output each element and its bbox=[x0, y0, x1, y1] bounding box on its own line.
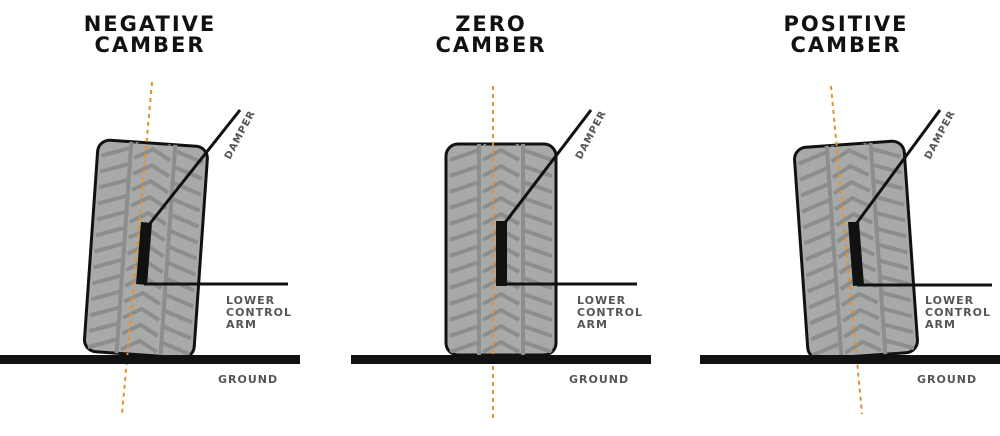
tread-chevron bbox=[808, 290, 912, 310]
ground-line bbox=[351, 355, 651, 364]
tread-groove bbox=[824, 145, 844, 358]
tread-chevron bbox=[449, 211, 553, 226]
damper-label: DAMPER bbox=[923, 109, 958, 162]
ground-label: GROUND bbox=[569, 373, 629, 386]
damper-label: DAMPER bbox=[223, 109, 258, 162]
hub-knuckle bbox=[496, 221, 507, 286]
tread-chevron bbox=[810, 322, 914, 342]
tread-chevron bbox=[801, 194, 905, 214]
panel-title: ZERO CAMBER bbox=[381, 14, 601, 56]
lower-control-arm-label-1: LOWER bbox=[577, 294, 626, 307]
title-line-1: NEGATIVE bbox=[83, 12, 217, 36]
ground-line bbox=[0, 355, 300, 364]
tread-chevron bbox=[449, 179, 553, 194]
title-line-2: CAMBER bbox=[790, 33, 902, 57]
lower-control-arm-label-2: CONTROL bbox=[577, 306, 643, 319]
hub-knuckle bbox=[848, 222, 864, 286]
tread-chevron bbox=[90, 289, 194, 309]
tread-chevron bbox=[800, 178, 904, 198]
title-line-2: CAMBER bbox=[435, 33, 547, 57]
tread-chevron bbox=[449, 291, 553, 306]
damper-line bbox=[854, 109, 942, 225]
tread-groove bbox=[158, 144, 178, 357]
tread-chevron bbox=[449, 163, 553, 178]
lower-control-arm-label-2: CONTROL bbox=[226, 306, 292, 319]
ground-label: GROUND bbox=[917, 373, 977, 386]
tread-chevron bbox=[449, 147, 553, 162]
tread-chevron bbox=[449, 323, 553, 338]
camber-diagram: DAMPER LOWER CONTROL ARM GROUND bbox=[0, 81, 300, 415]
title-line-1: ZERO bbox=[455, 12, 527, 36]
tread-chevron bbox=[88, 321, 192, 341]
tread-chevron bbox=[449, 339, 553, 354]
camber-diagram: DAMPER LOWER CONTROL ARM GROUND bbox=[351, 86, 651, 418]
tread-chevron bbox=[87, 337, 191, 357]
lower-control-arm-label-1: LOWER bbox=[226, 294, 275, 307]
title-line-1: POSITIVE bbox=[783, 12, 909, 36]
ground-line bbox=[700, 355, 1000, 364]
lower-control-arm-label-3: ARM bbox=[925, 318, 956, 331]
lower-control-arm-label-3: ARM bbox=[577, 318, 608, 331]
panel-negative-camber: NEGATIVE CAMBER DAMPER LOWER CONTROL ARM… bbox=[0, 0, 333, 436]
tire-tread bbox=[449, 144, 553, 355]
panel-zero-camber: ZERO CAMBER DAMPER LOWER CONTROL ARM GRO… bbox=[351, 0, 684, 436]
tread-chevron bbox=[96, 209, 200, 229]
tread-chevron bbox=[802, 210, 906, 230]
tread-groove bbox=[868, 142, 888, 355]
damper-label: DAMPER bbox=[574, 109, 609, 162]
tread-chevron bbox=[449, 195, 553, 210]
tread-chevron bbox=[89, 305, 193, 325]
ground-label: GROUND bbox=[218, 373, 278, 386]
tread-chevron bbox=[809, 306, 913, 326]
tread-chevron bbox=[449, 307, 553, 322]
tire-tread bbox=[86, 139, 205, 359]
tread-chevron bbox=[99, 161, 203, 181]
panel-title: POSITIVE CAMBER bbox=[736, 14, 956, 56]
panel-title: NEGATIVE CAMBER bbox=[40, 14, 260, 56]
tread-chevron bbox=[97, 193, 201, 213]
tread-chevron bbox=[811, 338, 915, 358]
lower-control-arm-label-1: LOWER bbox=[925, 294, 974, 307]
hub-knuckle bbox=[136, 222, 152, 285]
lower-control-arm-label-2: CONTROL bbox=[925, 306, 991, 319]
panel-positive-camber: POSITIVE CAMBER DAMPER LOWER CONTROL ARM… bbox=[700, 0, 1000, 436]
tread-chevron bbox=[98, 177, 202, 197]
damper-line bbox=[146, 109, 242, 227]
tread-groove bbox=[114, 141, 134, 354]
camber-diagram: DAMPER LOWER CONTROL ARM GROUND bbox=[700, 85, 1000, 415]
lower-control-arm-label-3: ARM bbox=[226, 318, 257, 331]
title-line-2: CAMBER bbox=[94, 33, 206, 57]
damper-line bbox=[502, 109, 593, 225]
